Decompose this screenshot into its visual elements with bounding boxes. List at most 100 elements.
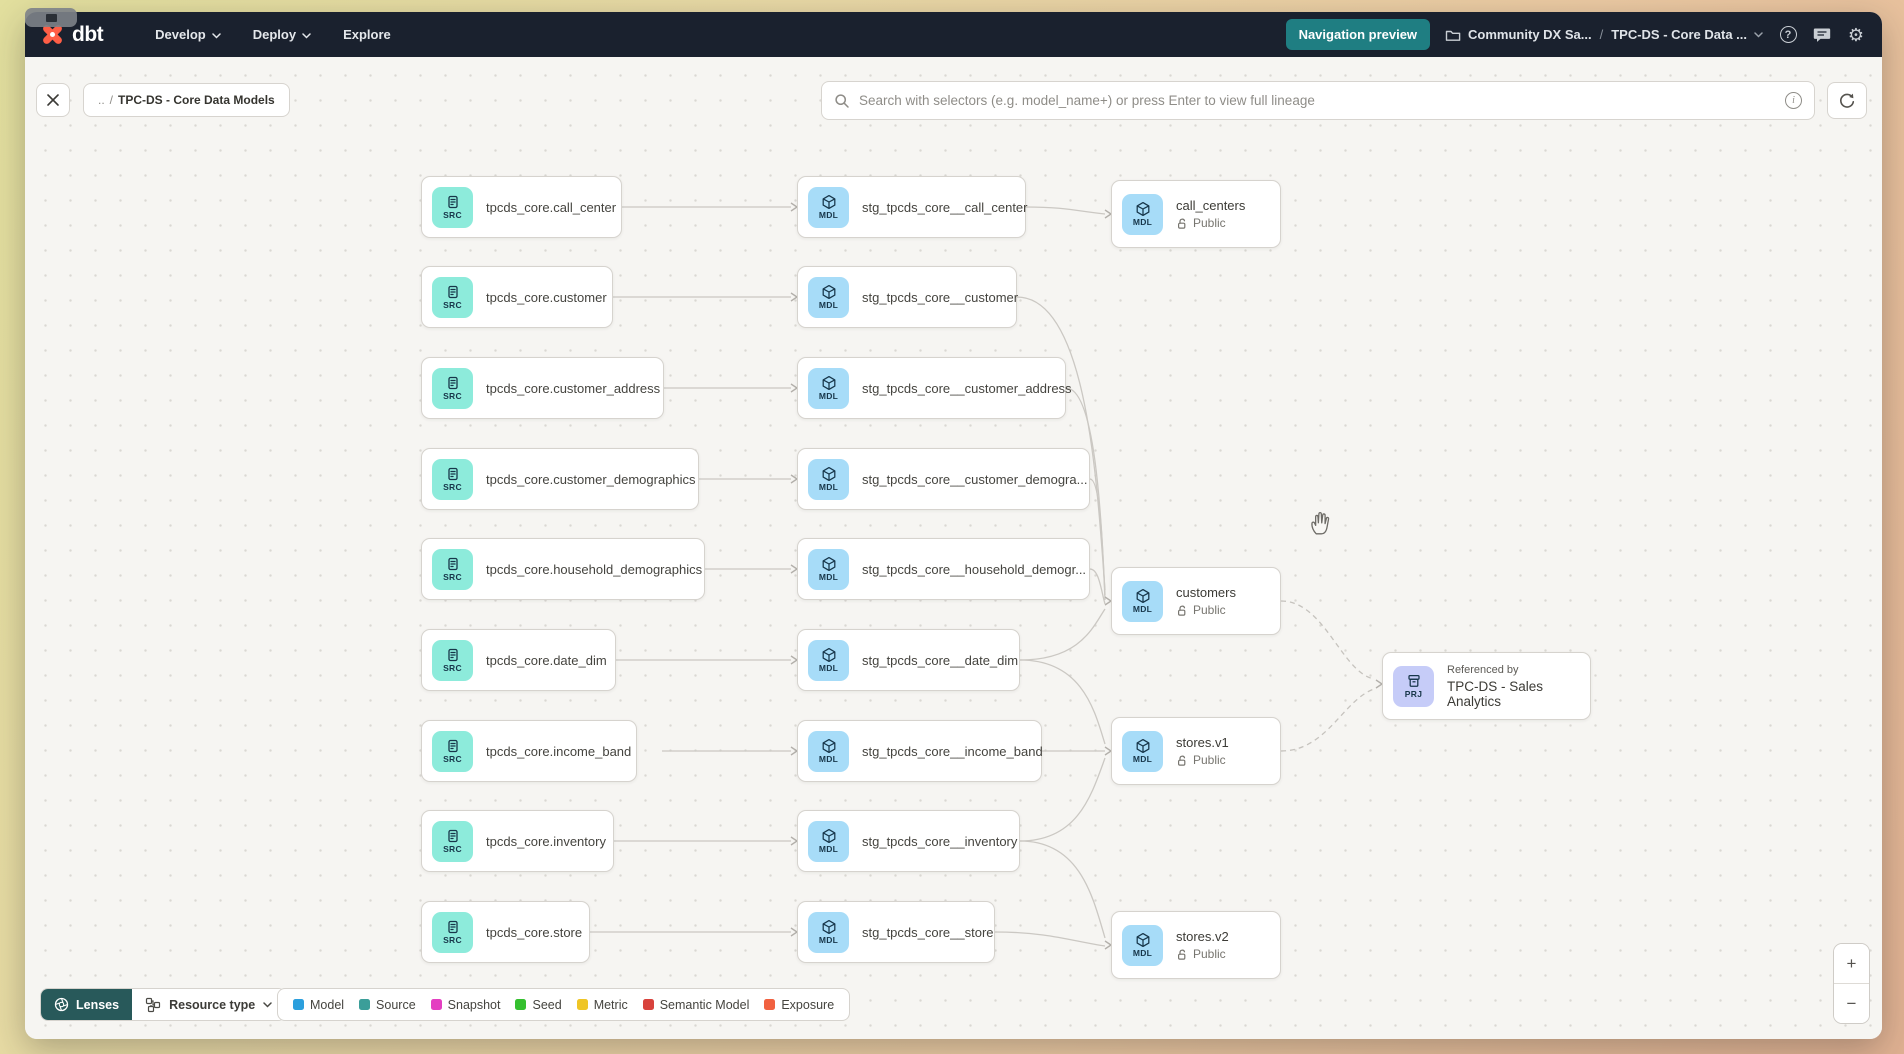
model-badge: MDL <box>1122 193 1163 235</box>
source-node-income-band[interactable]: SRC tpcds_core.income_band <box>421 720 637 782</box>
badge-label: MDL <box>818 844 839 854</box>
database-icon <box>447 829 458 843</box>
lenses-button[interactable]: Lenses <box>41 989 133 1020</box>
lock-open-icon <box>1177 949 1186 960</box>
lens-controls: Lenses Resource type <box>40 988 287 1021</box>
dbt-logo[interactable]: dbt <box>39 21 104 48</box>
search-input[interactable] <box>859 93 1785 108</box>
menu-label: Develop <box>155 27 206 42</box>
lineage-breadcrumb-chip[interactable]: .. / TPC-DS - Core Data Models <box>83 83 290 117</box>
cube-icon <box>822 375 835 391</box>
resource-type-icon <box>145 997 161 1012</box>
source-node-date-dim[interactable]: SRC tpcds_core.date_dim <box>421 629 616 691</box>
badge-label: SRC <box>443 844 462 854</box>
public-model-node-stores-v1[interactable]: MDL stores.v1 Public <box>1111 717 1281 785</box>
source-node-customer-demographics[interactable]: SRC tpcds_core.customer_demographics <box>421 448 699 510</box>
account-breadcrumb[interactable]: Community DX Sa... <box>1445 27 1592 43</box>
source-node-call-center[interactable]: SRC tpcds_core.call_center <box>421 176 622 238</box>
refresh-icon <box>1840 93 1855 108</box>
zoom-in-button[interactable]: + <box>1834 944 1869 983</box>
model-badge: MDL <box>808 458 849 500</box>
badge-label: MDL <box>818 935 839 945</box>
os-pill-icon <box>45 13 57 22</box>
resource-type-label: Resource type <box>169 997 256 1012</box>
source-badge: SRC <box>432 276 473 318</box>
access-indicator: Public <box>1176 216 1245 230</box>
zoom-out-button[interactable]: − <box>1834 984 1869 1023</box>
breadcrumb-up[interactable]: .. <box>98 93 105 107</box>
breadcrumb-separator: / <box>1599 27 1604 42</box>
source-node-store[interactable]: SRC tpcds_core.store <box>421 901 590 963</box>
badge-label: SRC <box>443 935 462 945</box>
resource-type-button[interactable]: Resource type <box>132 989 286 1020</box>
node-label: stg_tpcds_core__income_band <box>862 743 1043 759</box>
source-node-customer[interactable]: SRC tpcds_core.customer <box>421 266 613 328</box>
info-icon[interactable]: i <box>1785 92 1802 109</box>
project-node-sales-analytics[interactable]: PRJ Referenced by TPC-DS - Sales Analyti… <box>1382 652 1591 720</box>
badge-label: MDL <box>818 300 839 310</box>
legend-swatch <box>764 999 776 1010</box>
nav-menu-deploy[interactable]: Deploy <box>237 12 327 57</box>
model-node-stg-household-demographics[interactable]: MDL stg_tpcds_core__household_demogr... <box>797 538 1090 600</box>
chevron-down-icon <box>263 1001 272 1007</box>
model-badge: MDL <box>808 911 849 953</box>
legend-label: Snapshot <box>447 997 501 1012</box>
model-badge: MDL <box>808 639 849 681</box>
node-label: tpcds_core.customer_address <box>486 380 661 396</box>
zoom-controls: + − <box>1833 943 1870 1024</box>
nav-menu-develop[interactable]: Develop <box>139 12 237 57</box>
model-node-stg-inventory[interactable]: MDL stg_tpcds_core__inventory <box>797 810 1020 872</box>
navbar-right: Navigation preview Community DX Sa... / … <box>1285 19 1866 50</box>
node-label: tpcds_core.customer <box>486 289 607 305</box>
lenses-label: Lenses <box>76 997 120 1012</box>
badge-label: MDL <box>818 663 839 673</box>
source-node-customer-address[interactable]: SRC tpcds_core.customer_address <box>421 357 664 419</box>
source-node-household-demographics[interactable]: SRC tpcds_core.household_demographics <box>421 538 705 600</box>
access-indicator: Public <box>1176 753 1229 767</box>
legend-swatch <box>293 999 304 1010</box>
model-node-stg-customer[interactable]: MDL stg_tpcds_core__customer <box>797 266 1019 328</box>
model-badge: MDL <box>808 186 849 228</box>
access-label: Public <box>1193 753 1226 767</box>
referenced-by-label: Referenced by <box>1447 663 1519 676</box>
settings-gear-icon[interactable]: ⚙ <box>1847 24 1865 45</box>
node-label: stg_tpcds_core__inventory <box>862 833 1018 849</box>
model-node-stg-customer-address[interactable]: MDL stg_tpcds_core__customer_address <box>797 357 1072 419</box>
legend-swatch <box>359 999 371 1010</box>
model-node-stg-date-dim[interactable]: MDL stg_tpcds_core__date_dim <box>797 629 1020 691</box>
source-badge: SRC <box>432 548 473 590</box>
public-model-node-customers[interactable]: MDL customers Public <box>1111 567 1281 635</box>
model-node-stg-call-center[interactable]: MDL stg_tpcds_core__call_center <box>797 176 1028 238</box>
cube-icon <box>1136 932 1149 948</box>
node-label: tpcds_core.date_dim <box>486 652 607 668</box>
lineage-search-bar: i <box>821 81 1815 120</box>
navbar-icon-group: ? ⚙ <box>1778 25 1866 45</box>
feedback-icon[interactable] <box>1812 25 1832 45</box>
model-node-stg-income-band[interactable]: MDL stg_tpcds_core__income_band <box>797 720 1043 782</box>
badge-label: MDL <box>1132 604 1153 614</box>
source-badge: SRC <box>432 911 473 953</box>
close-lineage-button[interactable] <box>36 83 70 117</box>
menu-label: Deploy <box>252 27 297 42</box>
public-model-node-stores-v2[interactable]: MDL stores.v2 Public <box>1111 911 1281 979</box>
badge-label: MDL <box>818 754 839 764</box>
os-screenshot-pill <box>25 8 77 27</box>
account-breadcrumb-label: Community DX Sa... <box>1468 27 1592 42</box>
menu-label: Explore <box>343 27 391 42</box>
cube-icon <box>822 919 835 935</box>
node-label: stores.v1 <box>1176 735 1229 750</box>
model-node-stg-customer-demographics[interactable]: MDL stg_tpcds_core__customer_demogra... <box>797 448 1090 510</box>
legend-item-metric: Metric <box>576 998 628 1012</box>
model-node-stg-store[interactable]: MDL stg_tpcds_core__store <box>797 901 995 963</box>
help-icon[interactable]: ? <box>1778 25 1798 45</box>
node-label: stg_tpcds_core__date_dim <box>862 652 1019 668</box>
node-label: stg_tpcds_core__customer <box>862 289 1019 305</box>
nav-menu-explore[interactable]: Explore <box>327 12 407 57</box>
refresh-lineage-button[interactable] <box>1827 82 1867 119</box>
badge-label: MDL <box>818 210 839 220</box>
public-model-node-call-centers[interactable]: MDL call_centers Public <box>1111 180 1281 248</box>
source-node-inventory[interactable]: SRC tpcds_core.inventory <box>421 810 614 872</box>
cube-icon <box>1136 201 1149 217</box>
navigation-preview-button[interactable]: Navigation preview <box>1285 19 1431 50</box>
project-breadcrumb[interactable]: TPC-DS - Core Data ... <box>1611 27 1763 42</box>
